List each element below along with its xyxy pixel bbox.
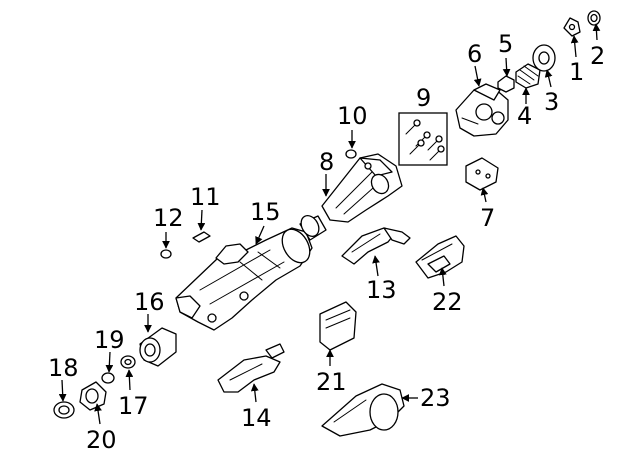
label-part-22: 22 bbox=[432, 288, 463, 316]
part-2-ring bbox=[587, 10, 601, 26]
part-3-cover bbox=[532, 44, 556, 72]
label-part-11: 11 bbox=[190, 183, 221, 211]
part-12-nut bbox=[160, 249, 172, 259]
part-number-labels: 1 2 3 4 5 6 7 8 9 10 11 12 13 14 15 16 1… bbox=[48, 30, 605, 454]
label-part-1: 1 bbox=[569, 58, 584, 86]
label-part-8: 8 bbox=[319, 148, 334, 176]
label-part-6: 6 bbox=[467, 40, 482, 68]
label-part-17: 17 bbox=[118, 392, 149, 420]
part-7-block bbox=[465, 157, 499, 191]
part-8-upper-bracket bbox=[321, 153, 403, 223]
part-21-module bbox=[319, 301, 357, 351]
part-11-clip bbox=[192, 231, 211, 243]
label-part-18: 18 bbox=[48, 354, 79, 382]
part-17-ring bbox=[120, 355, 136, 369]
part-4-spring bbox=[515, 63, 541, 89]
label-part-23: 23 bbox=[420, 384, 451, 412]
part-23-cover bbox=[321, 383, 405, 437]
label-part-20: 20 bbox=[86, 426, 117, 454]
label-part-12: 12 bbox=[153, 204, 184, 232]
label-part-5: 5 bbox=[498, 30, 513, 58]
label-part-16: 16 bbox=[134, 288, 165, 316]
part-10-bushing bbox=[345, 149, 357, 159]
label-part-15: 15 bbox=[250, 198, 281, 226]
label-part-10: 10 bbox=[337, 102, 368, 130]
part-15-column-housing bbox=[175, 215, 327, 331]
leader-arrows bbox=[58, 23, 601, 425]
label-part-7: 7 bbox=[480, 204, 495, 232]
label-part-13: 13 bbox=[366, 276, 397, 304]
part-20-bearing bbox=[79, 381, 107, 411]
part-16-collar bbox=[139, 327, 177, 367]
part-13-lever bbox=[341, 227, 411, 265]
label-part-21: 21 bbox=[316, 368, 347, 396]
label-part-14: 14 bbox=[241, 404, 272, 432]
label-part-4: 4 bbox=[517, 102, 532, 130]
part-18-seal bbox=[53, 401, 75, 419]
part-6-lock-housing bbox=[455, 83, 509, 137]
part-19-washer bbox=[101, 372, 115, 384]
part-9-bolt-set bbox=[398, 112, 448, 166]
part-5-cap bbox=[497, 75, 515, 93]
part-22-switch-bracket bbox=[415, 235, 465, 279]
label-part-9: 9 bbox=[416, 84, 431, 112]
label-part-3: 3 bbox=[544, 88, 559, 116]
label-part-2: 2 bbox=[590, 42, 605, 70]
label-part-19: 19 bbox=[94, 326, 125, 354]
part-14-tilt-lever bbox=[217, 343, 285, 393]
part-1-clip bbox=[563, 17, 581, 37]
